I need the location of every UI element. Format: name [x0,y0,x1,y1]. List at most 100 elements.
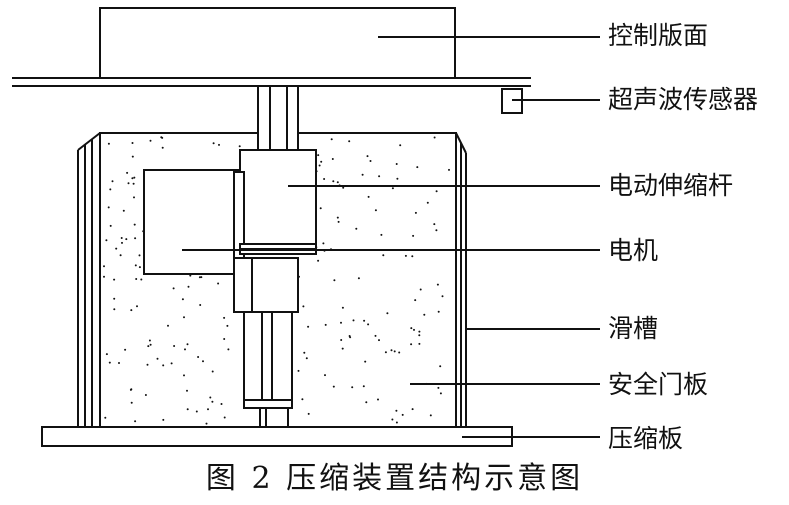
speckle-dot [120,237,123,239]
speckle-dot [362,385,365,388]
speckle-dot [186,408,189,411]
label-press-plate: 压缩板 [608,424,684,453]
speckle-dot [220,403,223,405]
speckle-dot [352,319,355,322]
rod-shaft [257,85,299,151]
speckle-dot [186,389,188,392]
speckle-dot [121,241,123,244]
speckle-dot [437,386,440,389]
speckle-dot [218,143,220,146]
motor-block [143,169,245,275]
speckle-dot [367,323,370,326]
speckle-dot [395,409,398,412]
speckle-dot [324,323,327,326]
speckle-dot [324,374,326,377]
speckle-dot [167,324,169,327]
speckle-dot [199,304,202,306]
speckle-dot [135,278,138,280]
speckle-dot [162,364,165,367]
speckle-dot [140,278,143,281]
speckle-dot [331,158,334,160]
speckle-dot [317,259,320,262]
speckle-dot [414,211,417,214]
speckle-dot [103,275,105,278]
speckle-dot [113,297,116,300]
speckle-dot [183,374,185,377]
speckle-dot [104,416,107,419]
speckle-dot [162,418,165,421]
speckle-dot [378,175,381,178]
speckle-dot [439,392,442,395]
speckle-dot [439,365,442,368]
speckle-dot [355,227,358,230]
speckle-dot [433,223,436,226]
speckle-dot [184,348,186,351]
speckle-dot [146,363,149,366]
speckle-dot [357,277,360,280]
speckle-dot [217,282,220,285]
speckle-dot [433,136,436,139]
label-electric-rod: 电动伸缩杆 [608,171,734,200]
speckle-dot [209,396,212,399]
speckle-dot [161,146,164,149]
speckle-dot [342,186,345,189]
speckle-dot [302,305,305,308]
speckle-dot [317,154,320,157]
speckle-dot [361,173,364,176]
speckle-dot [395,163,398,165]
speckle-dot [211,400,214,403]
speckle-dot [378,339,380,342]
speckle-dot [148,339,151,342]
speckle-dot [109,224,112,227]
speckle-dot [363,319,366,322]
speckle-dot [189,274,192,277]
speckle-dot [374,209,377,212]
speckle-dot [107,142,110,145]
speckle-dot [307,325,310,328]
speckle-dot [105,239,108,242]
speckle-dot [130,309,133,312]
speckle-dot [380,233,383,236]
speckle-dot [132,182,135,185]
speckle-dot [109,188,112,191]
speckle-dot [348,140,351,143]
speckle-dot [333,279,336,282]
speckle-dot [111,180,114,183]
speckle-dot [393,350,396,353]
speckle-dot [138,254,141,257]
speckle-dot [341,306,344,309]
label-control-panel: 控制版面 [608,21,709,50]
speckle-dot [126,171,129,174]
speckle-dot [435,229,438,232]
label-safety-door: 安全门板 [608,370,709,399]
speckle-dot [418,334,421,337]
speckle-dot [147,345,150,348]
speckle-dot [437,310,440,313]
speckle-dot [226,324,229,327]
speckle-dot [127,182,130,185]
electric-rod-housing [239,149,317,245]
speckle-dot [134,237,137,240]
speckle-dot [404,254,407,257]
speckle-dot [390,349,393,352]
speckle-dot [212,142,215,145]
speckle-dot [149,139,152,142]
speckle-dot [223,338,226,340]
speckle-dot [113,308,116,311]
speckle-dot [136,305,138,308]
speckle-dot [133,223,136,226]
speckle-dot [364,360,367,363]
speckle-dot [105,353,108,356]
speckle-dot [156,357,159,360]
speckle-dot [448,168,450,171]
speckle-dot [441,295,444,298]
speckle-dot [412,234,415,237]
label-motor: 电机 [608,236,659,265]
speckle-dot [202,360,204,363]
speckle-dot [181,298,184,301]
speckle-dot [131,177,134,180]
speckle-dot [418,342,421,345]
speckle-dot [297,369,300,372]
speckle-dot [330,138,333,141]
